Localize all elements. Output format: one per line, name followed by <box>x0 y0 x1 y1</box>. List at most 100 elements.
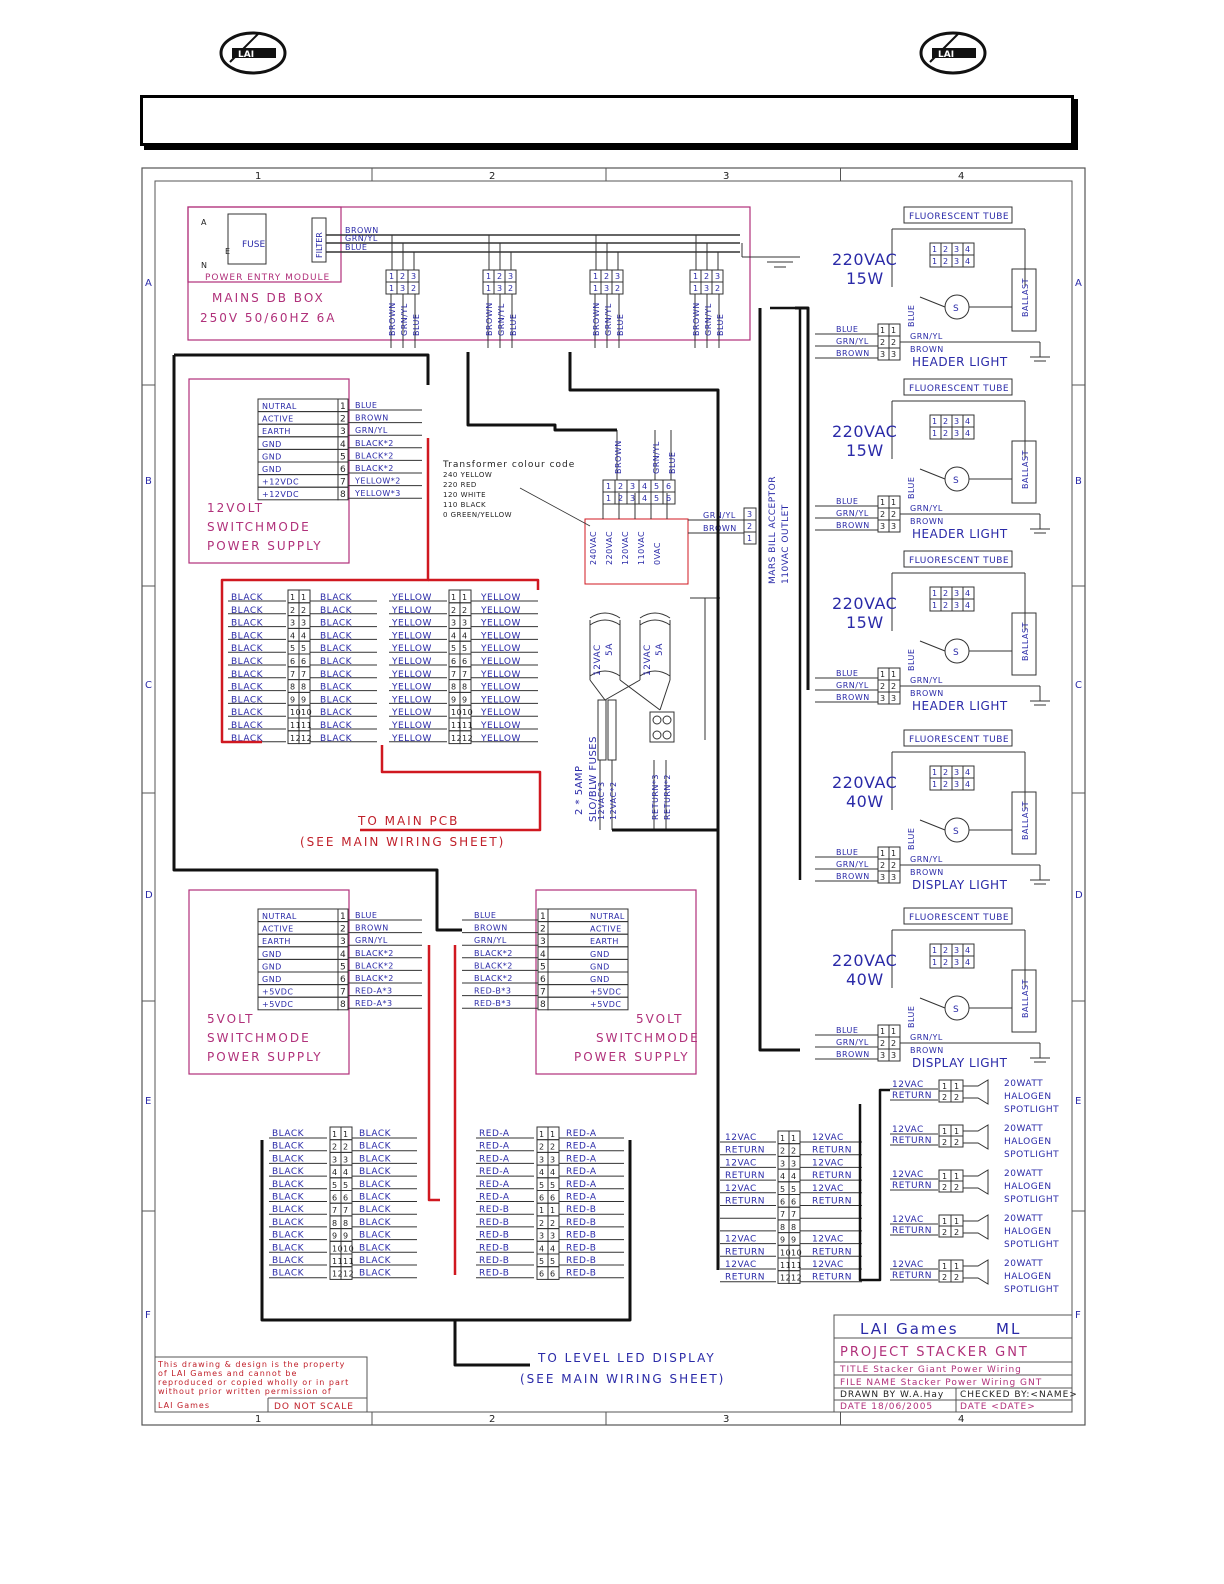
pin-label: YELLOW <box>480 606 521 616</box>
drop-label: BLUE <box>716 314 725 336</box>
halogen-pin-num: 5 <box>791 1185 797 1194</box>
conn-num: 1 <box>389 272 395 281</box>
terminal-label: EARTH <box>262 937 291 946</box>
lamp-term-cell <box>888 519 901 533</box>
to-main-pcb-ref: (SEE MAIN WIRING SHEET) <box>300 835 505 849</box>
lamp-out-wire: GRN/YL <box>910 504 943 513</box>
fuse-output-label: 12VAC*2 <box>609 781 618 820</box>
grid-col-top: 1 <box>255 171 262 182</box>
lamp-voltage: 220VAC <box>832 422 897 441</box>
tap-label: 220VAC <box>605 531 614 565</box>
spot-conn-num: 2 <box>942 1273 948 1282</box>
terminal-wire-label: GRN/YL <box>474 936 507 945</box>
terminal-num: 7 <box>540 988 546 998</box>
terminal-label: +5VDC <box>262 988 294 997</box>
led-pin-num: 6 <box>539 1194 545 1203</box>
spot-conn-num: 1 <box>942 1262 948 1271</box>
psu5r-title-2: SWITCHMODE <box>596 1031 700 1045</box>
terminal-num: 3 <box>340 427 346 437</box>
conn-cell <box>407 281 420 295</box>
harness-wire <box>220 438 430 744</box>
lamp-term-num: 3 <box>880 694 886 703</box>
copyright-3: reproduced or copied wholly or in part <box>158 1378 349 1387</box>
pin-label: YELLOW <box>391 734 432 744</box>
led-pin-label: RED-B <box>479 1205 509 1215</box>
pin-num: 10 <box>451 708 462 717</box>
fuse-icon <box>607 699 617 761</box>
led-pin-num: 5 <box>550 1181 556 1190</box>
halogen-pin-num: 2 <box>791 1147 797 1156</box>
led-pin-label: RED-B <box>566 1205 596 1215</box>
lamp-wire-blue: BLUE <box>907 305 916 327</box>
fuse-terminal-icon <box>652 730 662 740</box>
lamp-conn-num: 3 <box>954 946 960 955</box>
lamp-in-wire: BLUE <box>836 669 858 678</box>
halogen-pin-label: RETURN <box>812 1171 852 1181</box>
power-entry-module <box>187 206 342 283</box>
led-pin-label: BLACK <box>359 1231 392 1241</box>
lamp-voltage: 220VAC <box>832 594 897 613</box>
spot-wire-return: RETURN <box>892 1136 932 1146</box>
terminal-wire-label: BLACK*2 <box>474 949 513 958</box>
pin-num: 9 <box>462 695 468 704</box>
lamp-conn-num: 2 <box>943 780 949 789</box>
pin-num: 6 <box>462 657 468 666</box>
spot-conn-num: 2 <box>954 1138 960 1147</box>
psu12-title-1: 12VOLT <box>207 501 264 515</box>
spot-conn-num: 1 <box>954 1262 960 1271</box>
halogen-pin-label: RETURN <box>812 1247 852 1257</box>
spot-conn <box>950 1090 964 1103</box>
halogen-pin-num: 1 <box>791 1134 797 1143</box>
led-pin-label: RED-B <box>566 1269 596 1279</box>
led-pin-label: RED-A <box>479 1154 510 1164</box>
lamp-in-wire: BROWN <box>836 872 870 881</box>
lamp-conn-num: 3 <box>954 601 960 610</box>
led-pin-label: RED-A <box>566 1193 597 1203</box>
spot-label: HALOGEN <box>1004 1227 1052 1237</box>
svg-text:LAI: LAI <box>938 50 954 60</box>
terminal-label: GND <box>262 452 282 461</box>
lamp-out-wire: BROWN <box>910 868 944 877</box>
lamp-term-num: 3 <box>891 522 897 531</box>
lamp-term-num: 1 <box>891 498 897 507</box>
conn-num: 2 <box>508 284 514 293</box>
ballast-box <box>1011 969 1037 1033</box>
lamp-out-wire: GRN/YL <box>910 332 943 341</box>
pin-num: 10 <box>290 708 301 717</box>
halogen-pin-label: RETURN <box>812 1273 852 1283</box>
led-pin-num: 10 <box>332 1244 343 1253</box>
terminal-wire-label: BROWN <box>355 414 389 423</box>
pin-label: BLACK <box>231 606 264 616</box>
led-pin-label: RED-A <box>566 1154 597 1164</box>
halogen-pin-num: 6 <box>791 1198 797 1207</box>
lamp-term-num: 2 <box>891 861 897 870</box>
led-pin-label: RED-B <box>566 1243 596 1253</box>
harness-wire <box>858 1088 890 1282</box>
conn-cell <box>611 281 624 295</box>
copyright-2: of LAI Games and cannot be <box>158 1369 297 1378</box>
grid-row-right: E <box>1075 1096 1082 1107</box>
lamp-term-num: 2 <box>891 510 897 519</box>
led-pin-label: BLACK <box>359 1180 392 1190</box>
pin-num: 8 <box>451 683 457 692</box>
ballast-label: BALLAST <box>1021 979 1030 1018</box>
fuse-output-label: RETURN*3 <box>651 774 660 820</box>
starter-letter: S <box>953 476 959 486</box>
terminal-cell <box>547 971 629 986</box>
transformer-legend-title: Transformer colour code <box>442 460 575 470</box>
pin-num: 5 <box>451 644 457 653</box>
fuse-terminal-icon <box>652 715 662 725</box>
ballast-box <box>1011 791 1037 855</box>
terminal-wire-label: BLACK*2 <box>355 961 394 970</box>
spot-wire-12vac: 12VAC <box>892 1260 924 1270</box>
led-pin-num: 11 <box>343 1257 354 1266</box>
led-pin-num: 12 <box>343 1270 354 1279</box>
drop-label: BLUE <box>412 314 421 336</box>
to-main-pcb: TO MAIN PCB <box>357 814 459 828</box>
led-pin-label: RED-A <box>479 1193 510 1203</box>
terminal-wire-label: YELLOW*3 <box>354 489 401 498</box>
lamp-term-num: 3 <box>880 873 886 882</box>
